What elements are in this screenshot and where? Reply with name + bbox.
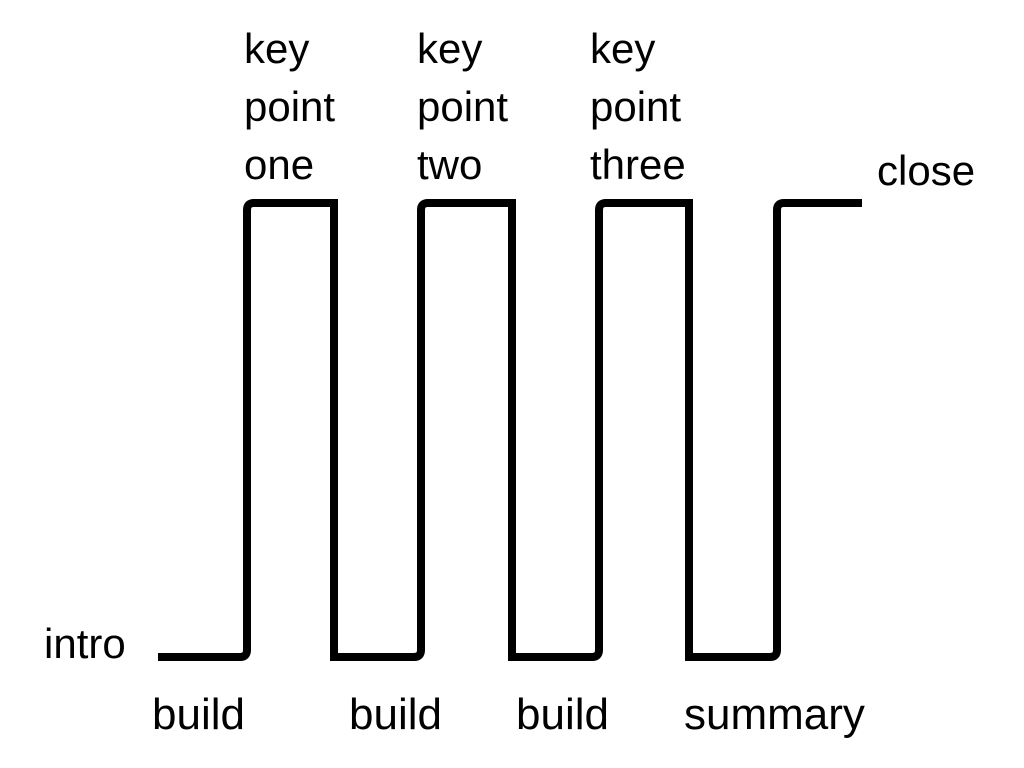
- trough-label-3: build: [516, 690, 609, 739]
- start-label: intro: [44, 620, 126, 667]
- peak-label-2-line-3: two: [417, 141, 483, 188]
- peak-label-1-line-2: point: [244, 83, 336, 130]
- peak-label-3-line-1: key: [590, 25, 656, 72]
- trough-label-1: build: [152, 690, 245, 739]
- peak-label-2-line-2: point: [417, 83, 509, 130]
- peak-label-2-line-1: key: [417, 25, 483, 72]
- peak-label-1-line-1: key: [244, 25, 310, 72]
- peak-label-3: key point three: [590, 20, 686, 194]
- peak-label-2: key point two: [417, 20, 508, 194]
- peak-label-3-line-2: point: [590, 83, 682, 130]
- peak-label-1-line-3: one: [244, 141, 315, 188]
- trough-label-2: build: [349, 690, 442, 739]
- peak-label-3-line-3: three: [590, 141, 686, 188]
- peak-label-1: key point one: [244, 20, 335, 194]
- trough-label-4: summary: [684, 690, 865, 739]
- end-label: close: [877, 147, 976, 194]
- square-wave-line: [158, 199, 862, 661]
